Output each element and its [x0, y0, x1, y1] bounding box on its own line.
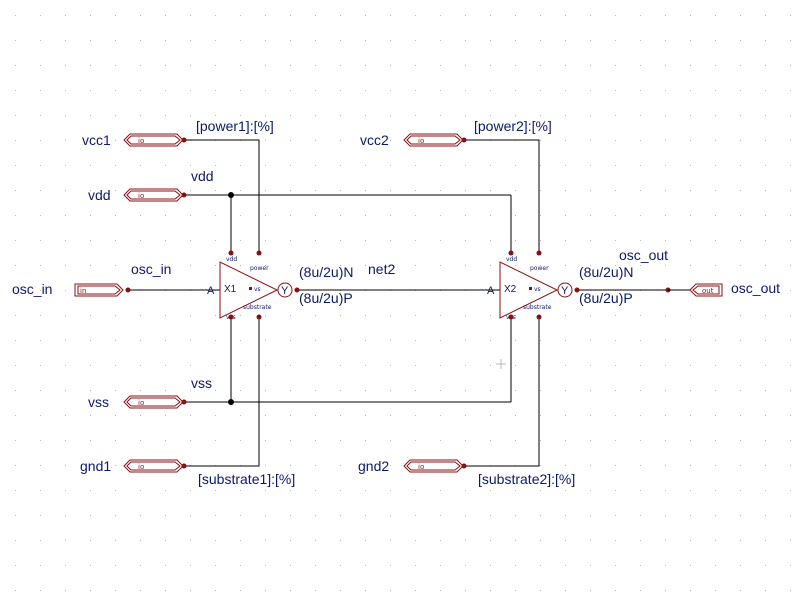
- pin-substrate-label: substrate: [523, 304, 552, 311]
- port-label-vcc1: vcc1: [82, 132, 111, 148]
- cursor-crosshair: [496, 359, 506, 369]
- port-label-vdd: vdd: [88, 187, 111, 203]
- pin-substrate-label: substrate: [243, 304, 272, 311]
- pin-a-label: A: [487, 285, 495, 297]
- port-tag: in: [80, 287, 86, 295]
- junction-vdd: [228, 192, 234, 198]
- pin-vdd-label: vdd: [506, 256, 517, 263]
- instance-name-x2: X2: [504, 284, 517, 295]
- size-label-n-x2: (8u/2u)N: [579, 264, 633, 280]
- port-tag: io: [138, 137, 144, 145]
- grid: [15, 15, 791, 591]
- port-label-vcc2: vcc2: [360, 132, 389, 148]
- net-label-vdd: vdd: [191, 168, 214, 184]
- net-label-substrate1: [substrate1]:[%]: [198, 471, 295, 487]
- wire-substrate1[interactable]: [185, 317, 260, 467]
- pin-center-label: vs: [254, 286, 261, 293]
- port-gnd2[interactable]: io gnd2: [358, 458, 467, 474]
- port-tag: io: [418, 137, 424, 145]
- port-label-vss: vss: [88, 394, 109, 410]
- port-tag: io: [138, 399, 144, 407]
- port-osc-in[interactable]: in osc_in: [12, 281, 131, 297]
- pin-power-label: power: [530, 265, 549, 272]
- pin-vdd-label: vdd: [226, 256, 237, 263]
- port-osc-out[interactable]: out osc_out: [665, 280, 781, 297]
- pin-center-label: vs: [534, 286, 541, 293]
- wires: [128, 139, 668, 467]
- port-vss[interactable]: io vss: [88, 394, 187, 410]
- pin-a-label: A: [207, 285, 215, 297]
- port-label-gnd2: gnd2: [358, 458, 389, 474]
- net-label-osc-in: osc_in: [131, 261, 171, 277]
- net-label-power1: [power1]:[%]: [196, 118, 274, 134]
- pin-power-label: power: [250, 265, 269, 272]
- net-label-osc-out: osc_out: [619, 247, 668, 263]
- net-label-vss: vss: [191, 375, 212, 391]
- port-vcc1[interactable]: io vcc1: [82, 132, 187, 148]
- inverter-bubble-icon: [277, 282, 293, 298]
- pin-y-label: Y: [281, 285, 289, 297]
- wire-substrate2[interactable]: [465, 317, 540, 467]
- net-label-net2: net2: [368, 261, 395, 277]
- port-tag: io: [138, 192, 144, 200]
- instance-name-x1: X1: [224, 284, 237, 295]
- net-label-power2: [power2]:[%]: [474, 118, 552, 134]
- net-label-substrate2: [substrate2]:[%]: [478, 471, 575, 487]
- port-vcc2[interactable]: io vcc2: [360, 132, 467, 148]
- junction-vss: [228, 399, 234, 405]
- wire-power1[interactable]: [185, 139, 260, 253]
- port-tag: io: [138, 463, 144, 471]
- wire-power2[interactable]: [465, 139, 540, 253]
- port-tag: out: [702, 287, 714, 295]
- port-vdd[interactable]: io vdd: [88, 187, 187, 203]
- instance-x1[interactable]: Y A X1 vs vdd power vss substrate (8u/2u…: [207, 250, 353, 322]
- instance-x2[interactable]: Y A X2 vs vdd power vss substrate (8u/2u…: [487, 250, 633, 322]
- size-label-p-x1: (8u/2u)P: [299, 290, 353, 306]
- inverter-bubble-icon: [557, 282, 573, 298]
- port-gnd1[interactable]: io gnd1: [80, 458, 187, 474]
- size-label-p-x2: (8u/2u)P: [579, 290, 633, 306]
- port-label-gnd1: gnd1: [80, 458, 111, 474]
- pin-y-label: Y: [561, 285, 569, 297]
- port-label-osc-in: osc_in: [12, 281, 52, 297]
- size-label-n-x1: (8u/2u)N: [299, 264, 353, 280]
- port-tag: io: [418, 463, 424, 471]
- port-label-osc-out: osc_out: [731, 280, 780, 296]
